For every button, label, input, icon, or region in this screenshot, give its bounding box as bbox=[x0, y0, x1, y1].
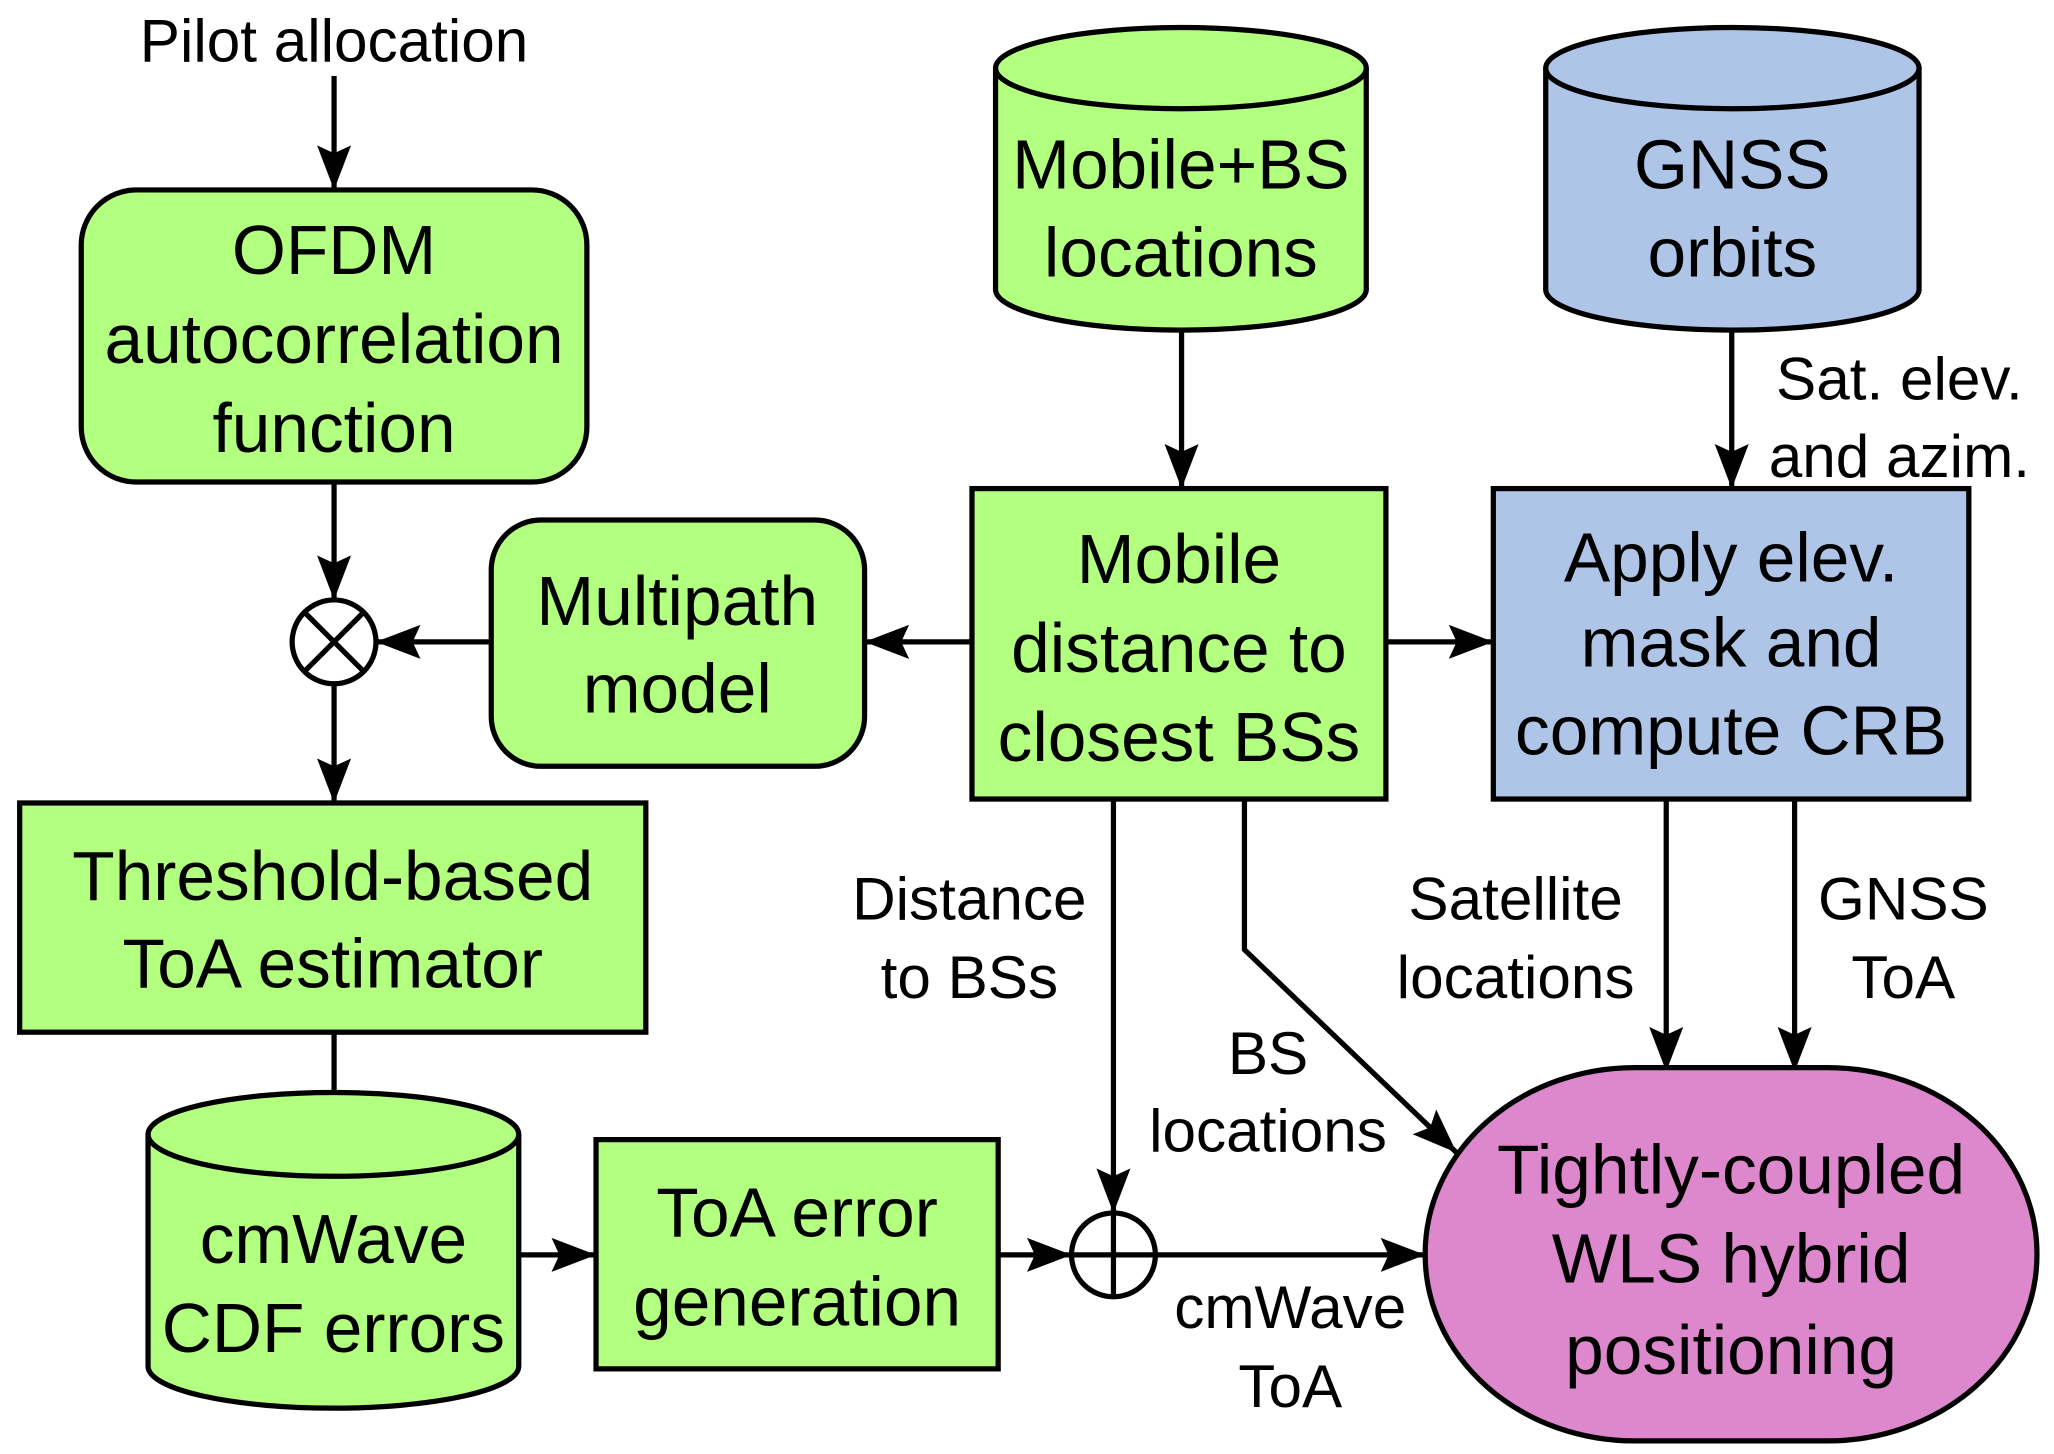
pilot-allocation-label: Pilot allocation bbox=[140, 7, 529, 75]
tightly-coupled-positioning-shape bbox=[1422, 1064, 2040, 1444]
apply-elev-mask-line-3: compute CRB bbox=[1515, 692, 1947, 770]
cmwave-cdf-errors-database: cmWave CDF errors bbox=[145, 1089, 522, 1411]
multipath-model-block: Multipath model bbox=[488, 517, 868, 769]
satellite-locations-label-line-2: locations bbox=[1397, 943, 1635, 1011]
mobile-bs-locations-line-2: locations bbox=[1044, 213, 1318, 291]
ofdm-autocorrelation-line-1: OFDM bbox=[232, 211, 436, 289]
sat-elev-azim-label-line-2: and azim. bbox=[1769, 422, 2030, 490]
cmwave-cdf-errors-line-1: cmWave bbox=[200, 1200, 467, 1278]
ofdm-autocorrelation-block: OFDM autocorrelation function bbox=[78, 187, 590, 485]
mobile-distance-line-2: distance to bbox=[1011, 609, 1347, 687]
multipath-model-line-1: Multipath bbox=[536, 562, 818, 640]
bs-locations-label-line-2: locations bbox=[1149, 1096, 1387, 1164]
circled-plus-icon bbox=[1068, 1210, 1158, 1300]
tightly-coupled-positioning-block: Tightly-coupled WLS hybrid positioning bbox=[1422, 1064, 2040, 1444]
mobile-bs-locations-rim bbox=[992, 67, 1369, 112]
tightly-coupled-line-2: WLS hybrid bbox=[1552, 1219, 1911, 1297]
apply-elev-mask-shape bbox=[1490, 485, 1972, 802]
distance-to-bss-label-line-1: Distance bbox=[852, 865, 1086, 933]
apply-elev-mask-line-2: mask and bbox=[1581, 604, 1882, 682]
multipath-model-shape bbox=[488, 517, 868, 769]
gnss-orbits-database: GNSS orbits bbox=[1543, 24, 1922, 333]
mobile-distance-shape bbox=[969, 485, 1389, 802]
mobile-distance-line-1: Mobile bbox=[1077, 520, 1281, 598]
bs-locations-label-line-1: BS bbox=[1228, 1019, 1308, 1087]
gnss-orbits-line-1: GNSS bbox=[1634, 126, 1831, 204]
sat-elev-azim-label-line-1: Sat. elev. bbox=[1776, 345, 2023, 413]
mobile-distance-line-3: closest BSs bbox=[998, 698, 1361, 776]
distance-to-bss-label-line-2: to BSs bbox=[881, 943, 1059, 1011]
apply-elev-mask-block: Apply elev. mask and compute CRB bbox=[1490, 485, 1972, 802]
threshold-toa-estimator-line-2: ToA estimator bbox=[123, 925, 543, 1003]
threshold-toa-estimator-block: Threshold-based ToA estimator bbox=[17, 800, 649, 1035]
toa-error-generation-block: ToA error generation bbox=[593, 1137, 1001, 1372]
mobile-distance-block: Mobile distance to closest BSs bbox=[969, 485, 1389, 802]
circled-times-icon bbox=[289, 597, 379, 687]
cmwave-cdf-errors-line-2: CDF errors bbox=[162, 1289, 505, 1367]
cmwave-cdf-errors-rim bbox=[145, 1134, 522, 1179]
ofdm-autocorrelation-line-2: autocorrelation bbox=[104, 300, 563, 378]
toa-error-generation-shape bbox=[593, 1137, 1001, 1372]
tightly-coupled-line-3: positioning bbox=[1565, 1311, 1897, 1389]
cmwave-toa-label-line-1: cmWave bbox=[1174, 1273, 1406, 1341]
ofdm-autocorrelation-line-3: function bbox=[213, 389, 456, 467]
tightly-coupled-line-1: Tightly-coupled bbox=[1497, 1130, 1965, 1208]
satellite-locations-label-line-1: Satellite bbox=[1408, 865, 1622, 933]
product-node-stroke-2 bbox=[302, 610, 366, 674]
mobile-bs-locations-line-1: Mobile+BS bbox=[1012, 126, 1350, 204]
threshold-toa-estimator-shape bbox=[17, 800, 649, 1035]
threshold-toa-estimator-line-1: Threshold-based bbox=[72, 837, 593, 915]
gnss-toa-label-line-1: GNSS bbox=[1818, 865, 1989, 933]
cmwave-toa-label-line-2: ToA bbox=[1238, 1352, 1343, 1420]
apply-elev-mask-line-1: Apply elev. bbox=[1564, 519, 1898, 597]
arrow-bs-locations-to-positioning bbox=[1241, 799, 1459, 1155]
toa-error-generation-line-2: generation bbox=[633, 1263, 961, 1341]
toa-error-generation-line-1: ToA error bbox=[656, 1174, 938, 1252]
gnss-orbits-rim bbox=[1543, 67, 1922, 112]
gnss-toa-label-line-2: ToA bbox=[1851, 943, 1956, 1011]
multipath-model-line-2: model bbox=[583, 650, 772, 728]
mobile-bs-locations-database: Mobile+BS locations bbox=[992, 24, 1369, 333]
gnss-orbits-line-2: orbits bbox=[1648, 213, 1818, 291]
